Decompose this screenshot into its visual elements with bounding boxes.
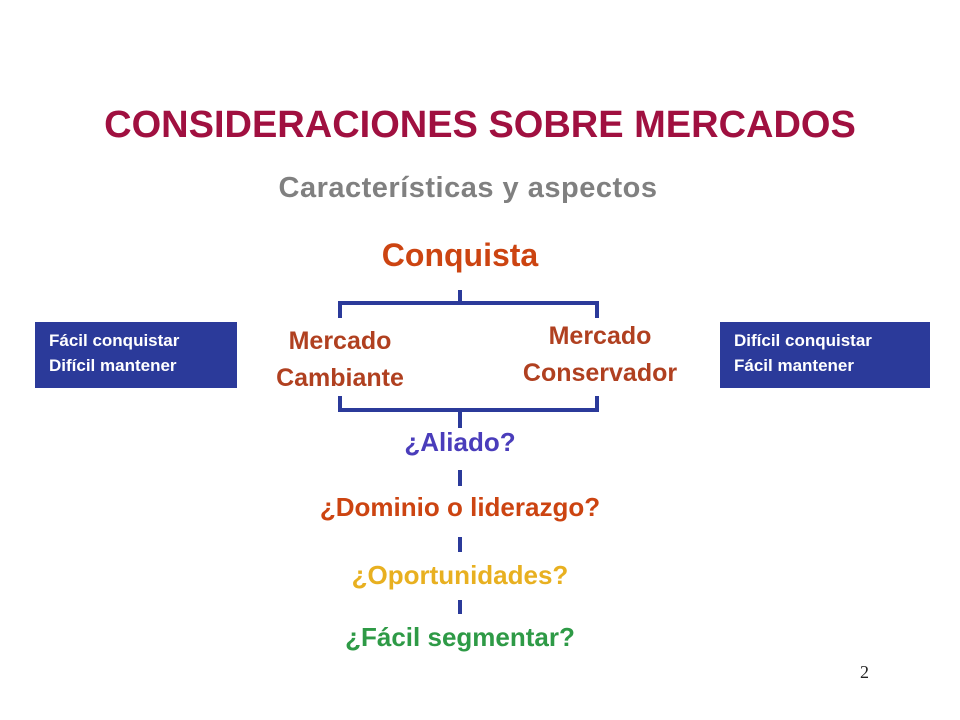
question-segmentar: ¿Fácil segmentar? bbox=[345, 622, 575, 652]
market-changing-line1: Mercado bbox=[288, 327, 392, 355]
right-box-line1: Difícil conquistar bbox=[734, 331, 872, 350]
left-characteristics-box: Fácil conquistar Difícil mantener bbox=[35, 322, 237, 388]
market-conservative-node: Mercado Conservador bbox=[500, 318, 700, 392]
page-title: CONSIDERACIONES SOBRE MERCADOS bbox=[104, 104, 856, 146]
connector-bottom-bracket bbox=[338, 396, 599, 412]
connector-top-bracket bbox=[338, 301, 599, 318]
left-box-line2: Difícil mantener bbox=[49, 356, 177, 375]
right-characteristics-box: Difícil conquistar Fácil mantener bbox=[720, 322, 930, 388]
question-oportunidades: ¿Oportunidades? bbox=[351, 560, 569, 590]
right-box-line2: Fácil mantener bbox=[734, 356, 854, 375]
market-changing-line2: Cambiante bbox=[276, 364, 404, 392]
question-aliado: ¿Aliado? bbox=[404, 427, 516, 457]
diagram-root-conquista: Conquista bbox=[381, 237, 539, 273]
left-box-line1: Fácil conquistar bbox=[49, 331, 180, 350]
market-changing-node: Mercado Cambiante bbox=[240, 323, 440, 397]
question-dominio: ¿Dominio o liderazgo? bbox=[319, 492, 601, 522]
market-conservative-line1: Mercado bbox=[548, 322, 652, 350]
page-number: 2 bbox=[860, 662, 869, 682]
page-subtitle: Características y aspectos bbox=[278, 172, 658, 204]
market-conservative-line2: Conservador bbox=[522, 359, 678, 387]
